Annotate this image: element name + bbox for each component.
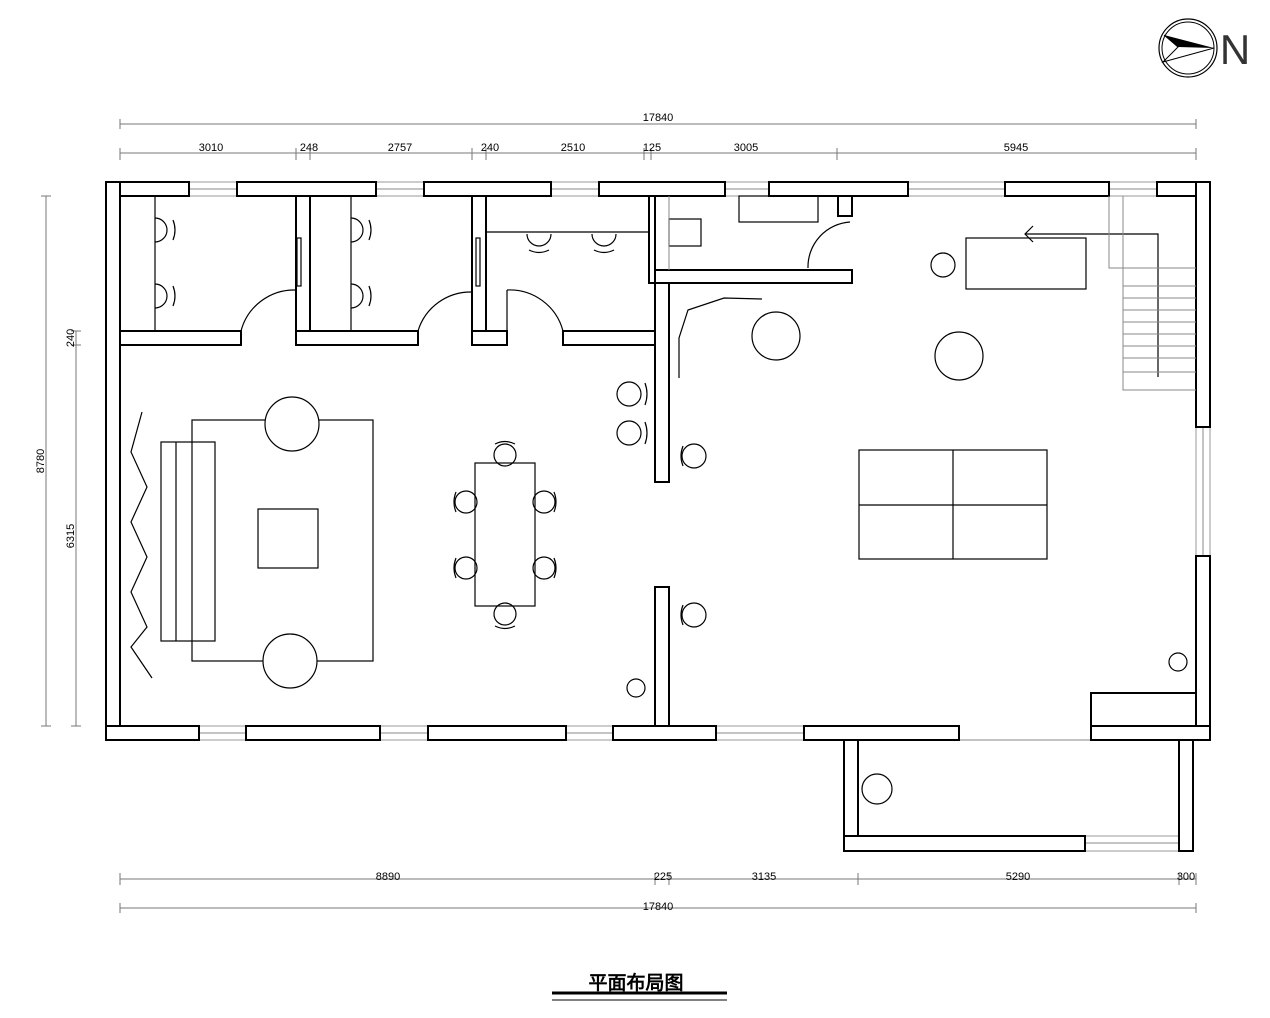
dim-bottom-seg: 5290 [1006,871,1030,883]
compass-label: N [1220,26,1250,73]
dim-top-seg: 3005 [734,142,758,154]
dim-bottom-seg: 3135 [752,871,776,883]
dim-top-seg: 2757 [388,142,412,154]
dim-top-seg: 2510 [561,142,585,154]
dim-left-seg: 240 [65,329,77,347]
dim-bottom-total: 17840 [643,901,674,913]
dim-left-seg: 6315 [65,524,77,548]
dim-top-seg: 240 [481,142,499,154]
north-arrow-icon: N [1158,18,1250,78]
doors [240,221,851,332]
dimension-lines [41,119,1197,913]
dim-bottom-seg: 8890 [376,871,400,883]
dim-bottom-seg: 300 [1177,871,1195,883]
dim-top-total: 17840 [643,112,674,124]
walls [105,181,1211,852]
drawing-title: 平面布局图 [588,971,683,994]
furniture [130,195,1196,805]
dim-top-seg: 125 [643,142,661,154]
dim-left-total: 8780 [35,449,47,473]
dim-top-seg: 3010 [199,142,223,154]
dim-top-seg: 248 [300,142,318,154]
dim-bottom-seg: 225 [654,871,672,883]
dim-top-seg: 5945 [1004,142,1028,154]
